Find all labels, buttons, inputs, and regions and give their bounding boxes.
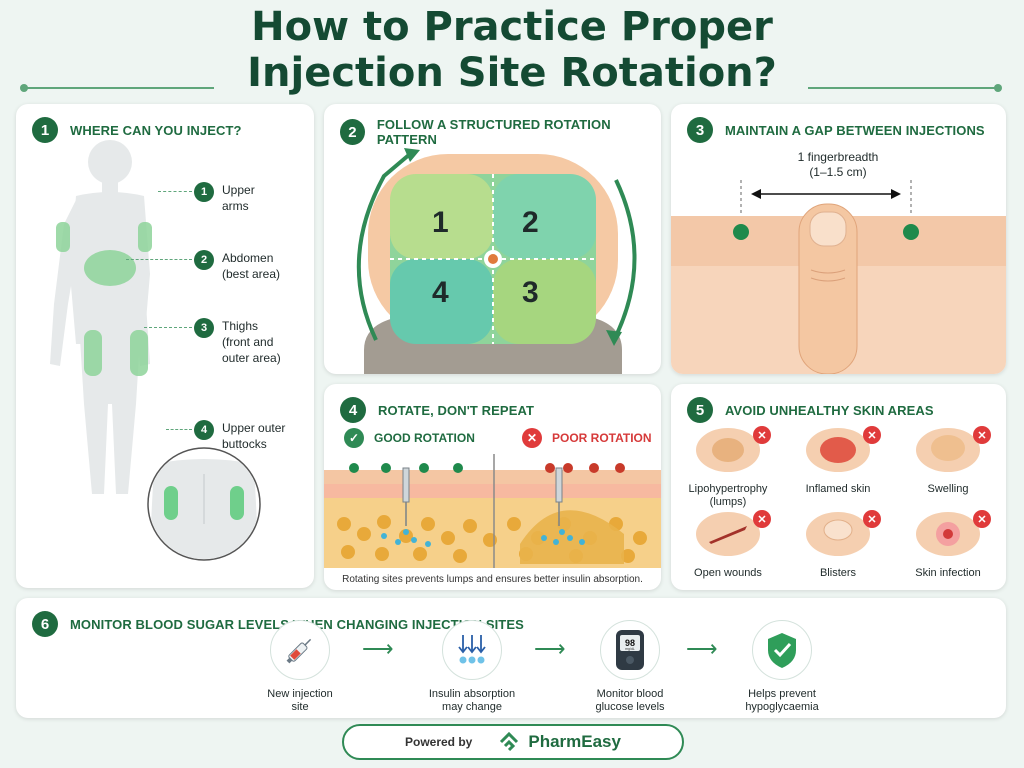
panel-5-title: AVOID UNHEALTHY SKIN AREAS [725, 402, 934, 418]
skin-item-blisters: ✕ Blisters [783, 508, 893, 580]
powered-by-text: Powered by [405, 735, 473, 749]
panel-3-title: MAINTAIN A GAP BETWEEN INJECTIONS [725, 122, 985, 138]
brand-name: PharmEasy [528, 732, 621, 751]
powered-by-badge: Powered by PharmEasy [342, 724, 684, 760]
x-icon: ✕ [522, 428, 542, 448]
pharmeasy-logo-icon [500, 731, 519, 752]
abdomen-quadrant-illustration [356, 148, 637, 374]
arrow-right-icon: ⟶ [534, 636, 566, 661]
open-wound-illustration [696, 512, 760, 556]
blister-illustration [806, 512, 870, 556]
panel-6-number: 6 [32, 611, 58, 637]
step-absorption-change: Insulin absorption may change [402, 620, 542, 714]
callout-1-number: 1 [194, 182, 214, 202]
callout-abdomen: 2 Abdomen (best area) [126, 250, 280, 282]
step-prevent-hypoglycaemia: Helps prevent hypoglycaemia [712, 620, 852, 714]
panel-rotation-pattern: 2 FOLLOW A STRUCTURED ROTATION PATTERN 1… [324, 104, 661, 374]
panel-maintain-gap: 3 MAINTAIN A GAP BETWEEN INJECTIONS 1 fi… [671, 104, 1006, 374]
glucose-meter-icon: 98 mg/dL [616, 630, 644, 670]
buttocks-inset-illustration [147, 447, 261, 561]
panel-where-to-inject: 1 WHERE CAN YOU INJECT? 1 Upper arms 2 [16, 104, 314, 588]
panel-4-number: 4 [340, 397, 366, 423]
skin-item-inflamed: ✕ Inflamed skin [783, 424, 893, 496]
panel-2-number: 2 [340, 119, 365, 145]
x-icon: ✕ [753, 426, 771, 444]
x-icon: ✕ [863, 426, 881, 444]
skin-label: Open wounds [694, 567, 762, 579]
rotation-caption: Rotating sites prevents lumps and ensure… [342, 574, 643, 585]
x-icon: ✕ [753, 510, 771, 528]
gap-label: 1 fingerbreadth (1–1.5 cm) [797, 150, 879, 179]
arrow-right-icon: ⟶ [686, 636, 718, 661]
callout-1-text: Upper arms [222, 183, 255, 213]
callout-4-number: 4 [194, 420, 214, 440]
skin-label: Skin infection [915, 567, 981, 579]
check-icon: ✓ [344, 428, 364, 448]
panel-1-title: WHERE CAN YOU INJECT? [70, 122, 242, 138]
quadrant-label-4: 4 [432, 276, 449, 309]
x-icon: ✕ [973, 510, 991, 528]
skin-label: Swelling [927, 483, 969, 495]
skin-label: Lipohypertrophy (lumps) [688, 483, 768, 508]
callout-2-text: Abdomen (best area) [222, 251, 281, 281]
callout-upper-arms: 1 Upper arms [158, 182, 255, 214]
good-rotation-label: ✓ GOOD ROTATION [344, 428, 475, 448]
syringe-icon [286, 638, 312, 664]
skin-item-open-wounds: ✕ Open wounds [673, 508, 783, 580]
panel-monitor-blood-sugar: 6 MONITOR BLOOD SUGAR LEVELS WHEN CHANGI… [16, 598, 1006, 718]
callout-3-text: Thighs (front and outer area) [222, 319, 281, 365]
panel-4-title: ROTATE, DON'T REPEAT [378, 402, 535, 418]
skin-layers-illustration [324, 454, 661, 568]
skin-item-lipohypertrophy: ✕ Lipohypertrophy (lumps) [673, 424, 783, 509]
callout-thighs: 3 Thighs (front and outer area) [144, 318, 281, 366]
callout-buttocks: 4 Upper outer buttocks [166, 420, 285, 452]
panel-2-title: FOLLOW A STRUCTURED ROTATION PATTERN [376, 117, 611, 147]
arrow-right-icon: ⟶ [362, 636, 394, 661]
callout-4-text: Upper outer buttocks [222, 421, 286, 451]
skin-label: Inflamed skin [805, 483, 871, 495]
panel-5-number: 5 [687, 397, 713, 423]
x-icon: ✕ [863, 510, 881, 528]
skin-infection-illustration [916, 512, 980, 556]
quadrant-label-1: 1 [432, 206, 449, 239]
title-rule-right [808, 84, 1002, 92]
finger-gap-illustration [671, 180, 1006, 374]
meter-unit: mg/dL [625, 647, 635, 651]
quadrant-label-2: 2 [522, 206, 539, 239]
panel-rotate-dont-repeat: 4 ROTATE, DON'T REPEAT ✓ GOOD ROTATION ✕… [324, 384, 661, 590]
inflamed-skin-illustration [806, 428, 870, 472]
step-new-injection-site: New injection site [230, 620, 370, 714]
body-silhouette-illustration [50, 140, 152, 494]
skin-item-swelling: ✕ Swelling [893, 424, 1003, 496]
callout-2-number: 2 [194, 250, 214, 270]
panel-1-number: 1 [32, 117, 58, 143]
poor-rotation-label: ✕ POOR ROTATION [522, 428, 652, 448]
meter-value: 98 [625, 638, 635, 648]
absorption-arrows-icon [458, 635, 486, 664]
title-rule-left [20, 84, 214, 92]
panel-4-header: 4 ROTATE, DON'T REPEAT [340, 397, 534, 423]
x-icon: ✕ [973, 426, 991, 444]
panel-5-header: 5 AVOID UNHEALTHY SKIN AREAS [687, 397, 934, 423]
skin-label: Blisters [819, 567, 857, 579]
quadrant-label-3: 3 [522, 276, 539, 309]
skin-item-infection: ✕ Skin infection [893, 508, 1003, 580]
lipohypertrophy-illustration [696, 428, 760, 472]
shield-check-icon [768, 633, 796, 668]
panel-avoid-skin-areas: 5 AVOID UNHEALTHY SKIN AREAS ✕ Lipohyper… [671, 384, 1006, 590]
title-line-1: How to Practice Proper [251, 4, 773, 50]
panel-2-header: 2 FOLLOW A STRUCTURED ROTATION PATTERN [340, 117, 661, 147]
panel-1-header: 1 WHERE CAN YOU INJECT? [32, 117, 242, 143]
title-line-2: Injection Site Rotation? [247, 50, 777, 96]
step-monitor-glucose: 98 mg/dL Monitor blood glucose levels [560, 620, 700, 714]
panel-3-number: 3 [687, 117, 713, 143]
callout-3-number: 3 [194, 318, 214, 338]
swelling-illustration [916, 428, 980, 472]
infographic-title: How to Practice Proper Injection Site Ro… [0, 4, 1024, 96]
panel-3-header: 3 MAINTAIN A GAP BETWEEN INJECTIONS [687, 117, 985, 143]
